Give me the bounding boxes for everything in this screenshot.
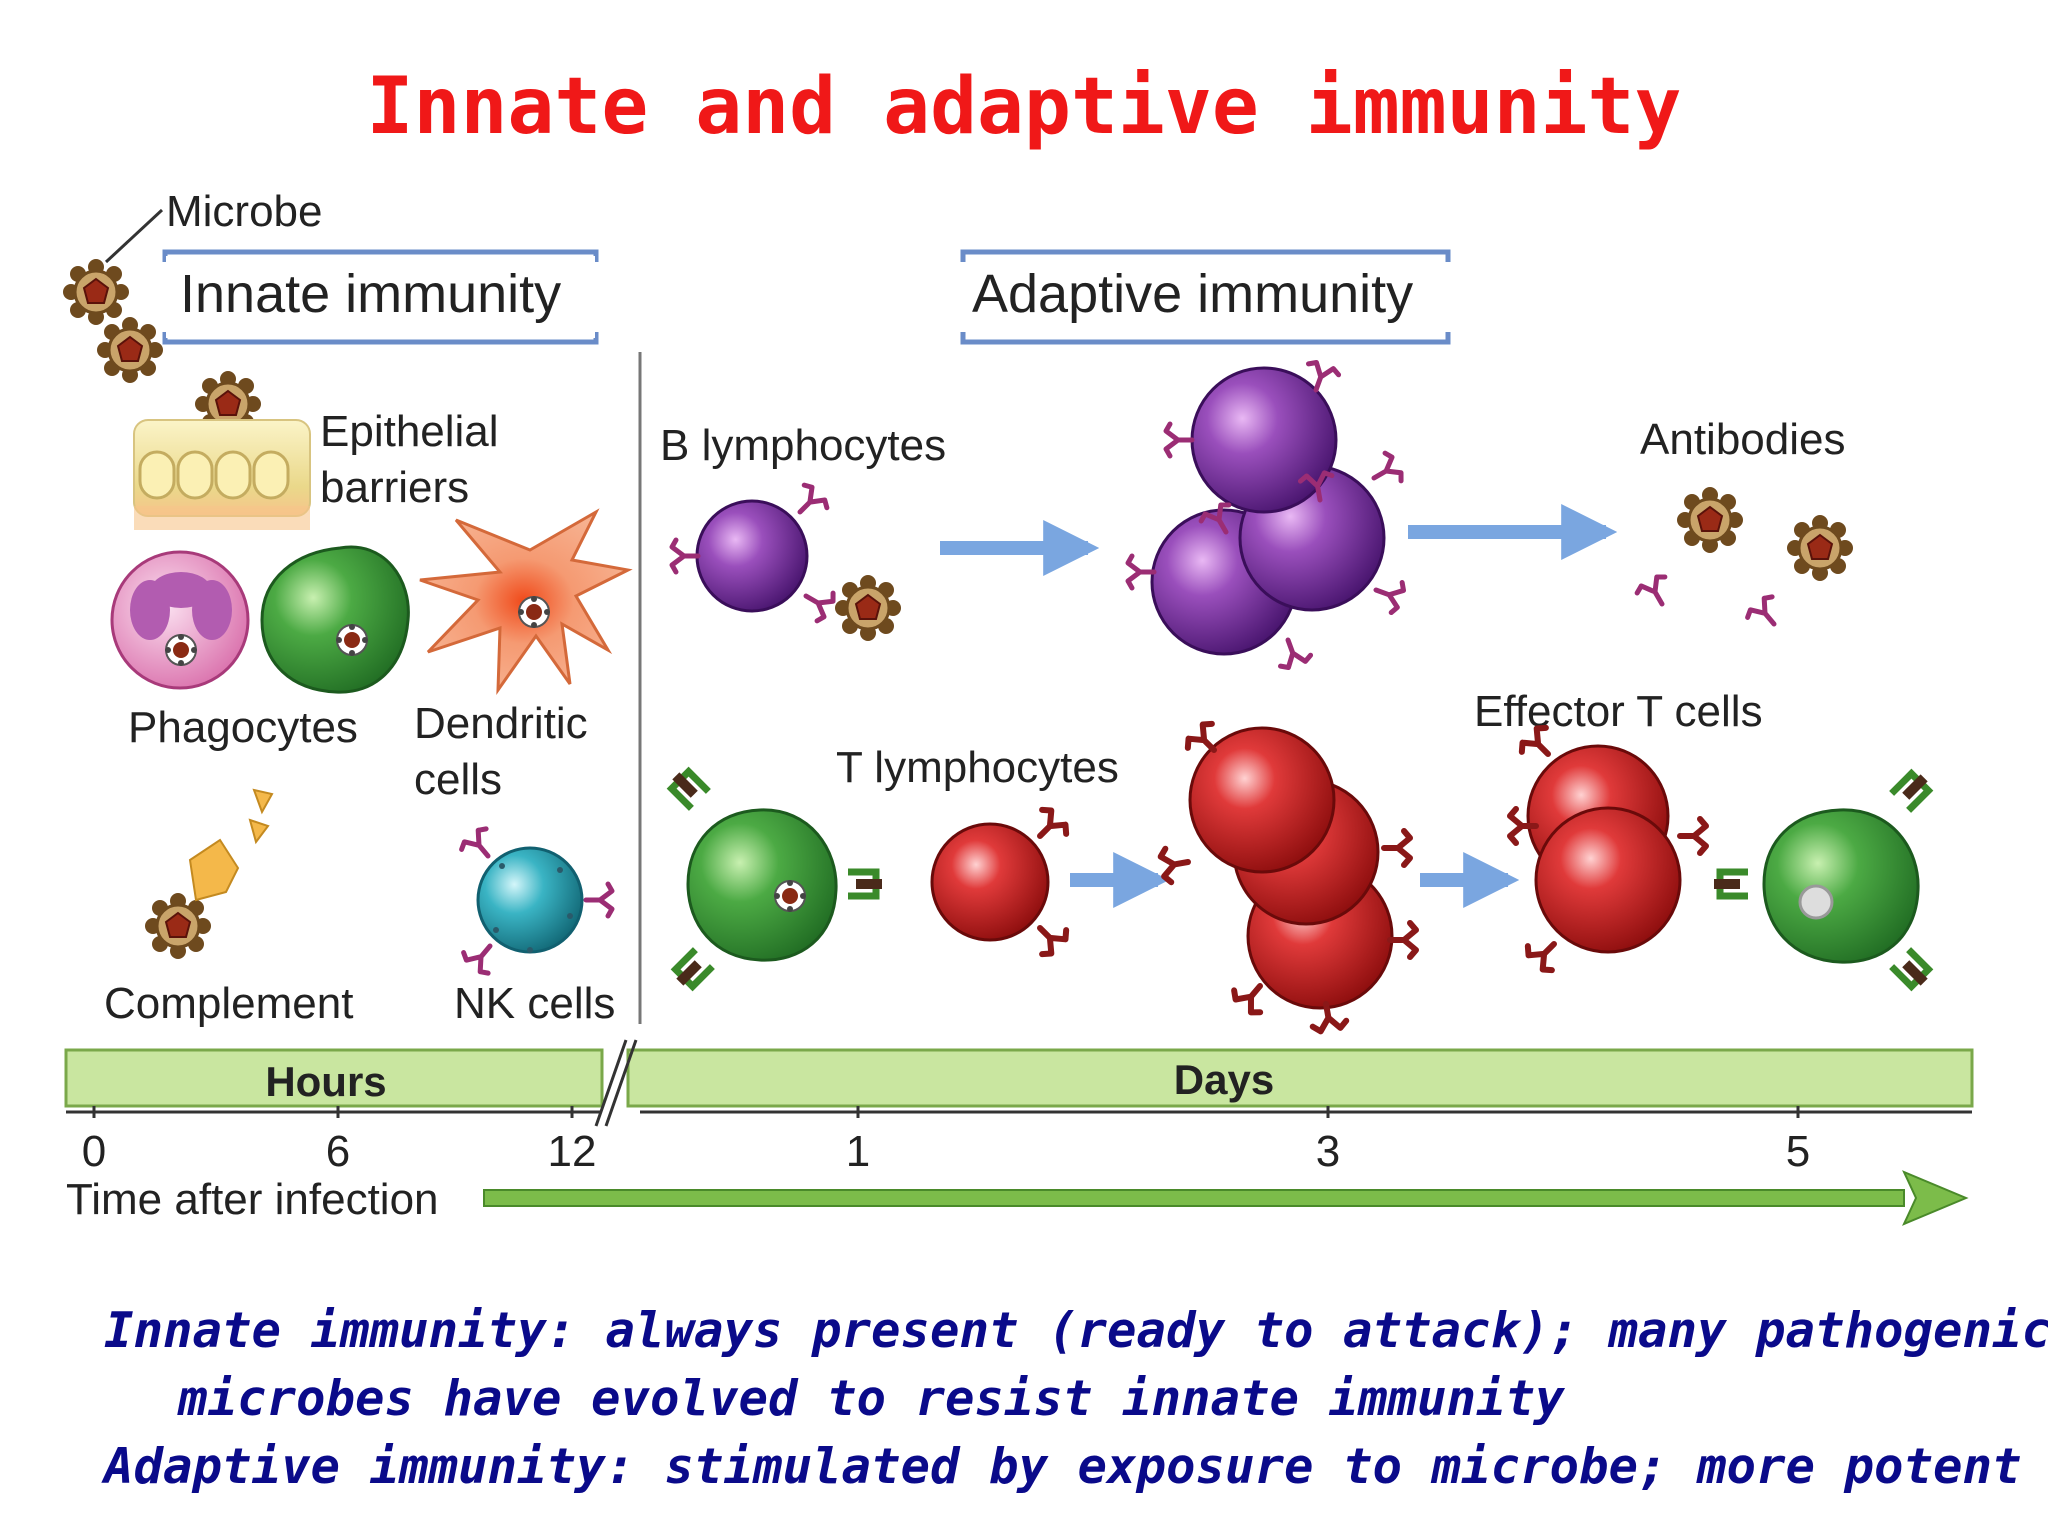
- nk-cells-label: NK cells: [454, 979, 615, 1028]
- adaptive-header-bracket: [960, 249, 1451, 345]
- tick-label: 6: [326, 1127, 350, 1176]
- tick-label: 5: [1786, 1127, 1810, 1176]
- epithelial-label-line1: Epithelial: [320, 407, 499, 456]
- microbe-pointer: [104, 208, 164, 264]
- epithelial-barrier-icon: [133, 419, 311, 530]
- footer-line-3: Adaptive immunity: stimulated by exposur…: [104, 1438, 2022, 1495]
- adaptive-immunity-header: Adaptive immunity: [972, 264, 1413, 324]
- nk-cell-icon: [459, 826, 612, 976]
- t-lymphocytes-label: T lymphocytes: [836, 743, 1119, 792]
- footer-line-2: microbes have evolved to resist innate i…: [178, 1370, 1565, 1427]
- time-axis-arrow: [483, 1170, 1969, 1226]
- t-lymphocyte-icon: [930, 806, 1070, 959]
- footer-line-1: Innate immunity: always present (ready t…: [104, 1302, 2048, 1359]
- neutrophil-icon: [110, 550, 250, 690]
- days-label: Days: [1174, 1056, 1274, 1103]
- epithelial-label-line2: barriers: [320, 463, 469, 512]
- t-cell-clone-icon: [1159, 720, 1416, 1033]
- tick-label: 1: [846, 1127, 870, 1176]
- phagocytes-label: Phagocytes: [128, 703, 358, 752]
- effector-t-cells-label: Effector T cells: [1474, 687, 1763, 736]
- antibody-icon: [1635, 485, 1855, 634]
- dendritic-cell-icon: [419, 508, 633, 695]
- innate-immunity-header: Innate immunity: [180, 264, 561, 324]
- microbe-label: Microbe: [166, 187, 323, 236]
- antigen-presenting-cell-icon: [667, 767, 882, 990]
- hours-label: Hours: [265, 1058, 386, 1105]
- tick-label: 12: [548, 1127, 597, 1176]
- slide-title: Innate and adaptive immunity: [366, 62, 1682, 152]
- tick-label: 3: [1316, 1127, 1340, 1176]
- tick-label: 0: [82, 1127, 106, 1176]
- macrophage-icon: [260, 545, 410, 694]
- b-cell-clone-icon: [1128, 360, 1406, 670]
- b-lymphocytes-label: B lymphocytes: [660, 421, 946, 470]
- innate-header-bracket: [162, 249, 599, 345]
- effector-t-cell-icon: [1510, 724, 1706, 975]
- complement-label: Complement: [104, 979, 353, 1028]
- antibodies-label: Antibodies: [1640, 415, 1845, 464]
- time-ticks: [66, 1106, 1972, 1118]
- dendritic-label-line1: Dendritic: [414, 699, 588, 748]
- dendritic-label-line2: cells: [414, 755, 502, 804]
- b-lymphocyte-icon: [672, 482, 903, 643]
- time-after-infection-label: Time after infection: [66, 1175, 439, 1224]
- timeline-bar: [64, 1039, 1974, 1127]
- target-cell-icon: [1714, 769, 1933, 990]
- complement-icon: [143, 788, 274, 961]
